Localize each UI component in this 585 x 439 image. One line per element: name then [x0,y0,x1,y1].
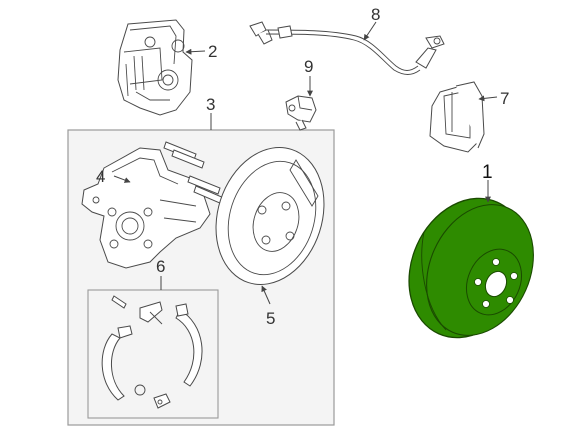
callout-2: 2 [208,42,217,61]
part-8-hose[interactable] [249,21,445,75]
callout-3: 3 [206,95,215,114]
callout-8: 8 [371,5,380,24]
leader-2 [185,48,206,55]
leader-8 [363,21,377,41]
rotor-stud-hole [510,272,518,280]
leader-7 [478,95,498,102]
rotor-stud-hole [492,258,500,266]
callout-5: 5 [266,309,275,328]
rotor-stud-hole [474,278,482,286]
callout-7: 7 [500,89,509,108]
callout-6: 6 [156,257,165,276]
callout-1: 1 [482,162,493,183]
rotor-edge-line [421,231,447,331]
part-1-rotor[interactable] [388,179,554,356]
part-9-sensor[interactable] [285,95,317,131]
part-2-caliper[interactable] [117,19,193,116]
part-4-bracket[interactable] [81,141,225,269]
leader-4 [113,175,131,183]
rotor-stud-hole [506,296,514,304]
part-7-brake-pads[interactable] [429,81,485,153]
callout-4: 4 [96,167,105,186]
part-6-parking-shoes[interactable] [101,295,203,409]
rotor-center-bore [484,270,508,298]
part-5-dust-shield[interactable] [199,133,341,298]
callout-9: 9 [304,57,313,76]
rotor-stud-hole [482,300,490,308]
leader-5 [261,285,271,305]
